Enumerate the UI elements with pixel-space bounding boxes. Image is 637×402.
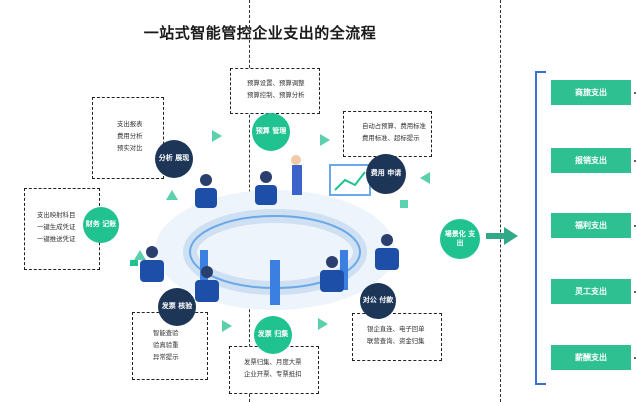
arrow-icon: [166, 190, 178, 200]
diagram-title: 一站式智能管控企业支出的全流程: [143, 24, 377, 42]
category-flexible-work: 灵工支出: [551, 279, 631, 304]
marker-dot: [634, 357, 636, 359]
budget-item: 预算控制、预算分析: [247, 91, 305, 100]
invoice-collect-node: 发票 归集: [254, 316, 292, 354]
main-arrow-icon: [504, 227, 518, 245]
analysis-item: 费用分析: [117, 132, 143, 141]
expense-item: 自动占预算、费用标准: [362, 122, 426, 130]
expense-apply-node: 费用 申请: [366, 154, 406, 194]
invoice-check-node: 发票 核验: [158, 288, 196, 326]
budget-node: 预算 管理: [252, 113, 290, 151]
analysis-box: 支出报表 费用分析 预实对比: [92, 97, 164, 179]
accounting-item: 支出映射科目: [37, 211, 76, 219]
payment-item: 银企直连、电子回单: [367, 325, 425, 333]
marker-dot: [634, 160, 636, 162]
divider-right: [500, 0, 501, 402]
invoice-check-item: 验真验重: [153, 341, 179, 350]
office-illustration: [130, 155, 408, 310]
category-bracket: [535, 71, 546, 385]
analysis-item: 预实对比: [117, 144, 143, 153]
category-welfare: 福利支出: [551, 213, 631, 238]
invoice-check-item: 智能查验: [153, 329, 179, 337]
arrow-icon: [212, 130, 222, 142]
arrow-icon: [134, 250, 146, 260]
analysis-item: 支出报表: [117, 120, 143, 128]
accounting-item: 一键生成凭证: [37, 223, 76, 232]
main-arrow-shaft: [486, 233, 504, 239]
analysis-node: 分析 展现: [155, 140, 193, 178]
arrow-icon: [420, 172, 430, 184]
payment-item: 联营查询、资金归集: [367, 337, 425, 346]
category-business-travel: 商旅支出: [551, 80, 631, 105]
invoice-collect-item: 企业开票、专票抵扣: [244, 370, 302, 379]
payment-box: 银企直连、电子回单 联营查询、资金归集: [352, 313, 442, 361]
arrow-icon: [320, 134, 330, 146]
category-reimbursement: 报销支出: [551, 148, 631, 173]
accounting-node: 财务 记账: [83, 207, 119, 243]
payment-node: 对公 付款: [360, 283, 396, 319]
accounting-item: 一键推送凭证: [37, 235, 76, 244]
expense-box: 自动占预算、费用标准 费用标准、超标提示: [343, 111, 432, 157]
scenario-expense-node: 場景化 支出: [440, 219, 480, 259]
arrow-icon: [222, 320, 232, 332]
invoice-collect-item: 发票归集、月度大票: [244, 358, 302, 366]
category-payroll: 薪酬支出: [551, 345, 631, 370]
invoice-check-item: 异常提示: [153, 353, 179, 362]
arrow-icon: [318, 318, 328, 330]
marker-dot: [634, 225, 636, 227]
budget-item: 预算设置、预算调整: [247, 79, 305, 87]
marker-dot: [634, 291, 636, 293]
expense-item: 费用标准、超标提示: [362, 134, 420, 143]
marker-dot: [634, 92, 636, 94]
